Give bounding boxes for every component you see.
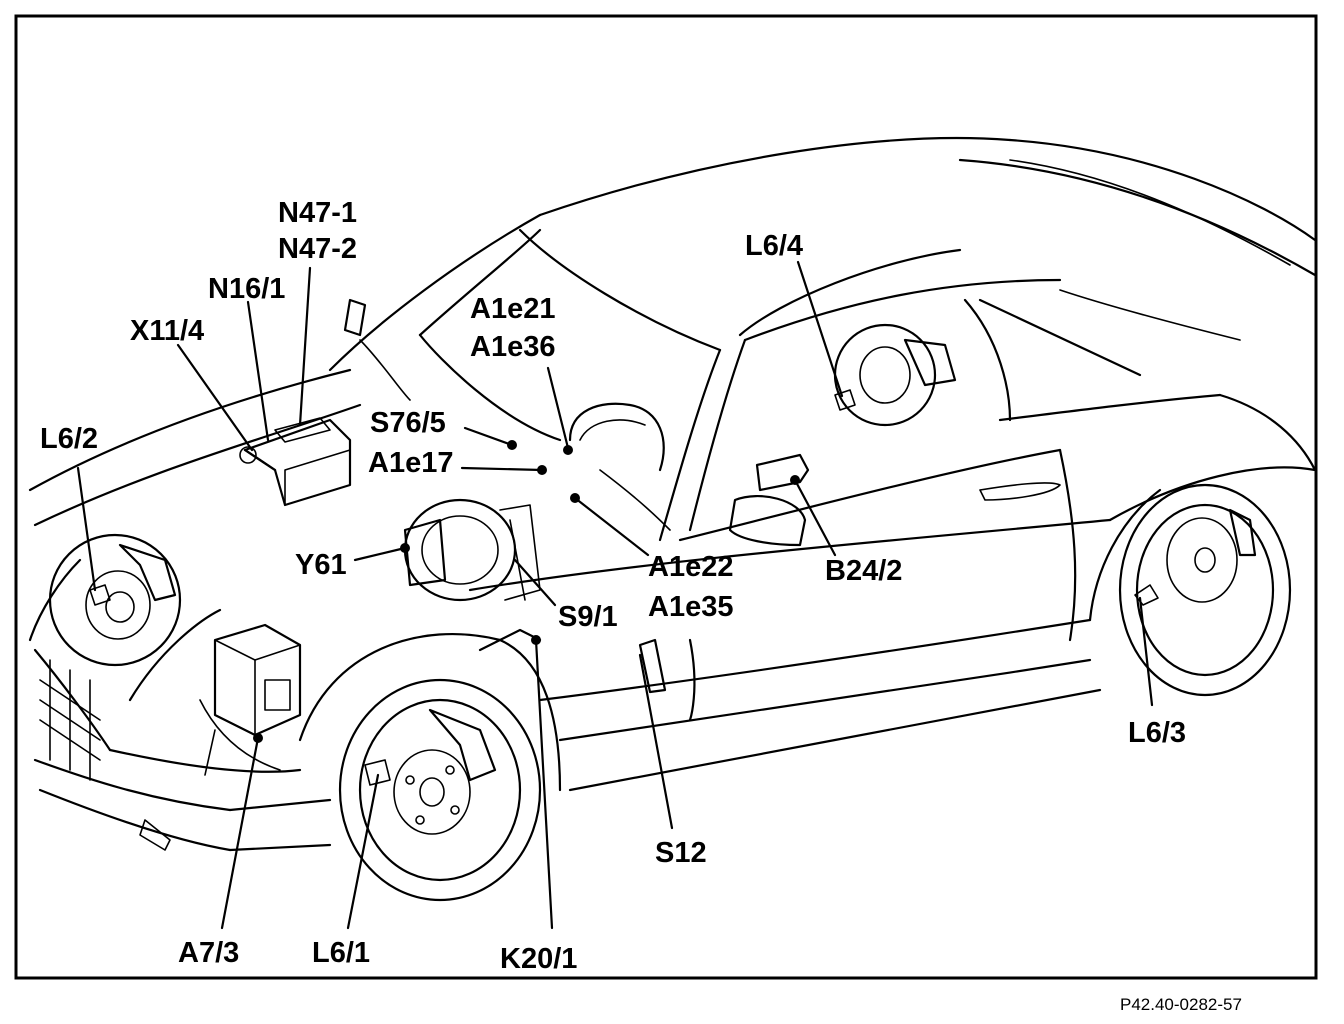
label-a1e35: A1e35	[648, 591, 733, 623]
label-n47-1: N47-1	[278, 197, 357, 229]
rear-right-wheel	[1118, 483, 1292, 697]
b24-sensor-part	[755, 453, 810, 492]
battery-control-unit	[239, 417, 352, 507]
label-a1e36: A1e36	[470, 331, 555, 363]
s12-switch-part	[638, 638, 667, 694]
label-a1e22: A1e22	[648, 551, 733, 583]
label-l6-4: L6/4	[745, 230, 803, 262]
label-s76-5: S76/5	[370, 407, 446, 439]
label-n47-2: N47-2	[278, 233, 357, 265]
label-l6-2: L6/2	[40, 423, 98, 455]
diagram-frame	[14, 14, 1318, 980]
front-right-wheel	[338, 678, 542, 902]
label-y61: Y61	[295, 549, 347, 581]
component-labels: N47-1 N47-2 N16/1 X11/4 L6/2 L6/4 A1e21 …	[40, 197, 1186, 975]
rear-left-brake-disc	[833, 323, 957, 427]
label-a1e17: A1e17	[368, 447, 453, 479]
label-s9-1: S9/1	[558, 601, 618, 633]
label-l6-1: L6/1	[312, 937, 370, 969]
label-l6-3: L6/3	[1128, 717, 1186, 749]
figure-code: P42.40-0282-57	[1120, 995, 1242, 1014]
label-a7-3: A7/3	[178, 937, 239, 969]
label-s12: S12	[655, 837, 707, 869]
abs-module	[213, 623, 302, 737]
label-a1e21: A1e21	[470, 293, 555, 325]
car-outline	[28, 137, 1317, 852]
label-x11-4: X11/4	[130, 315, 204, 347]
front-left-brake-disc	[48, 533, 182, 667]
label-n16-1: N16/1	[208, 273, 285, 305]
label-b24-2: B24/2	[825, 555, 902, 587]
brake-booster	[403, 498, 541, 602]
leader-dots	[253, 440, 800, 743]
label-k20-1: K20/1	[500, 943, 577, 975]
leader-lines	[76, 260, 1154, 930]
